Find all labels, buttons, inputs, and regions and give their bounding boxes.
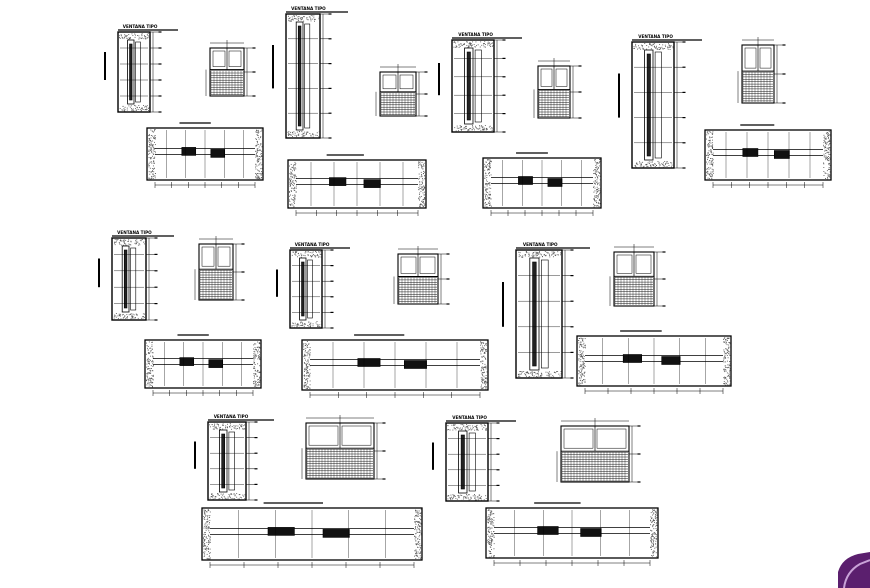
window-elevation [375, 64, 428, 117]
window-elevation [393, 246, 450, 305]
detail-title: VENTANA TIPO [295, 242, 330, 247]
window-elevation [609, 244, 666, 307]
window-elevation [556, 418, 641, 483]
window-plan-section [146, 122, 264, 188]
window-plan-section [704, 124, 832, 188]
window-elevation [301, 415, 386, 480]
window-elevation [737, 37, 786, 104]
window-plan-section [485, 502, 659, 566]
window-plan-section [576, 330, 732, 394]
detail-title: VENTANA TIPO [117, 230, 152, 235]
window-plan-section [144, 334, 262, 396]
window-plan-section [201, 502, 423, 568]
window-plan-section [287, 154, 427, 216]
detail-title: VENTANA TIPO [291, 6, 326, 11]
detail-title: VENTANA TIPO [452, 415, 487, 420]
window-detail-group: VENTANA TIPO [618, 34, 832, 188]
window-elevation [194, 236, 245, 301]
detail-title: VENTANA TIPO [523, 242, 558, 247]
window-detail-group: VENTANA TIPO [272, 6, 428, 216]
window-detail-group: VENTANA TIPO [438, 32, 602, 216]
window-detail-group: VENTANA TIPO [104, 24, 264, 188]
detail-title: VENTANA TIPO [214, 414, 249, 419]
window-detail-group: VENTANA TIPO [432, 415, 659, 566]
app-logo-icon [838, 552, 870, 588]
window-detail-group: VENTANA TIPO [502, 242, 732, 394]
detail-title: VENTANA TIPO [458, 32, 493, 37]
detail-title: VENTANA TIPO [638, 34, 673, 39]
detail-title: VENTANA TIPO [123, 24, 158, 29]
window-plan-section [482, 152, 602, 216]
window-plan-section [301, 334, 489, 398]
window-detail-group: VENTANA TIPO [98, 230, 262, 396]
window-elevation [533, 58, 582, 119]
window-detail-group: VENTANA TIPO [194, 414, 423, 568]
window-detail-group: VENTANA TIPO [276, 242, 489, 398]
window-elevation [205, 40, 256, 97]
